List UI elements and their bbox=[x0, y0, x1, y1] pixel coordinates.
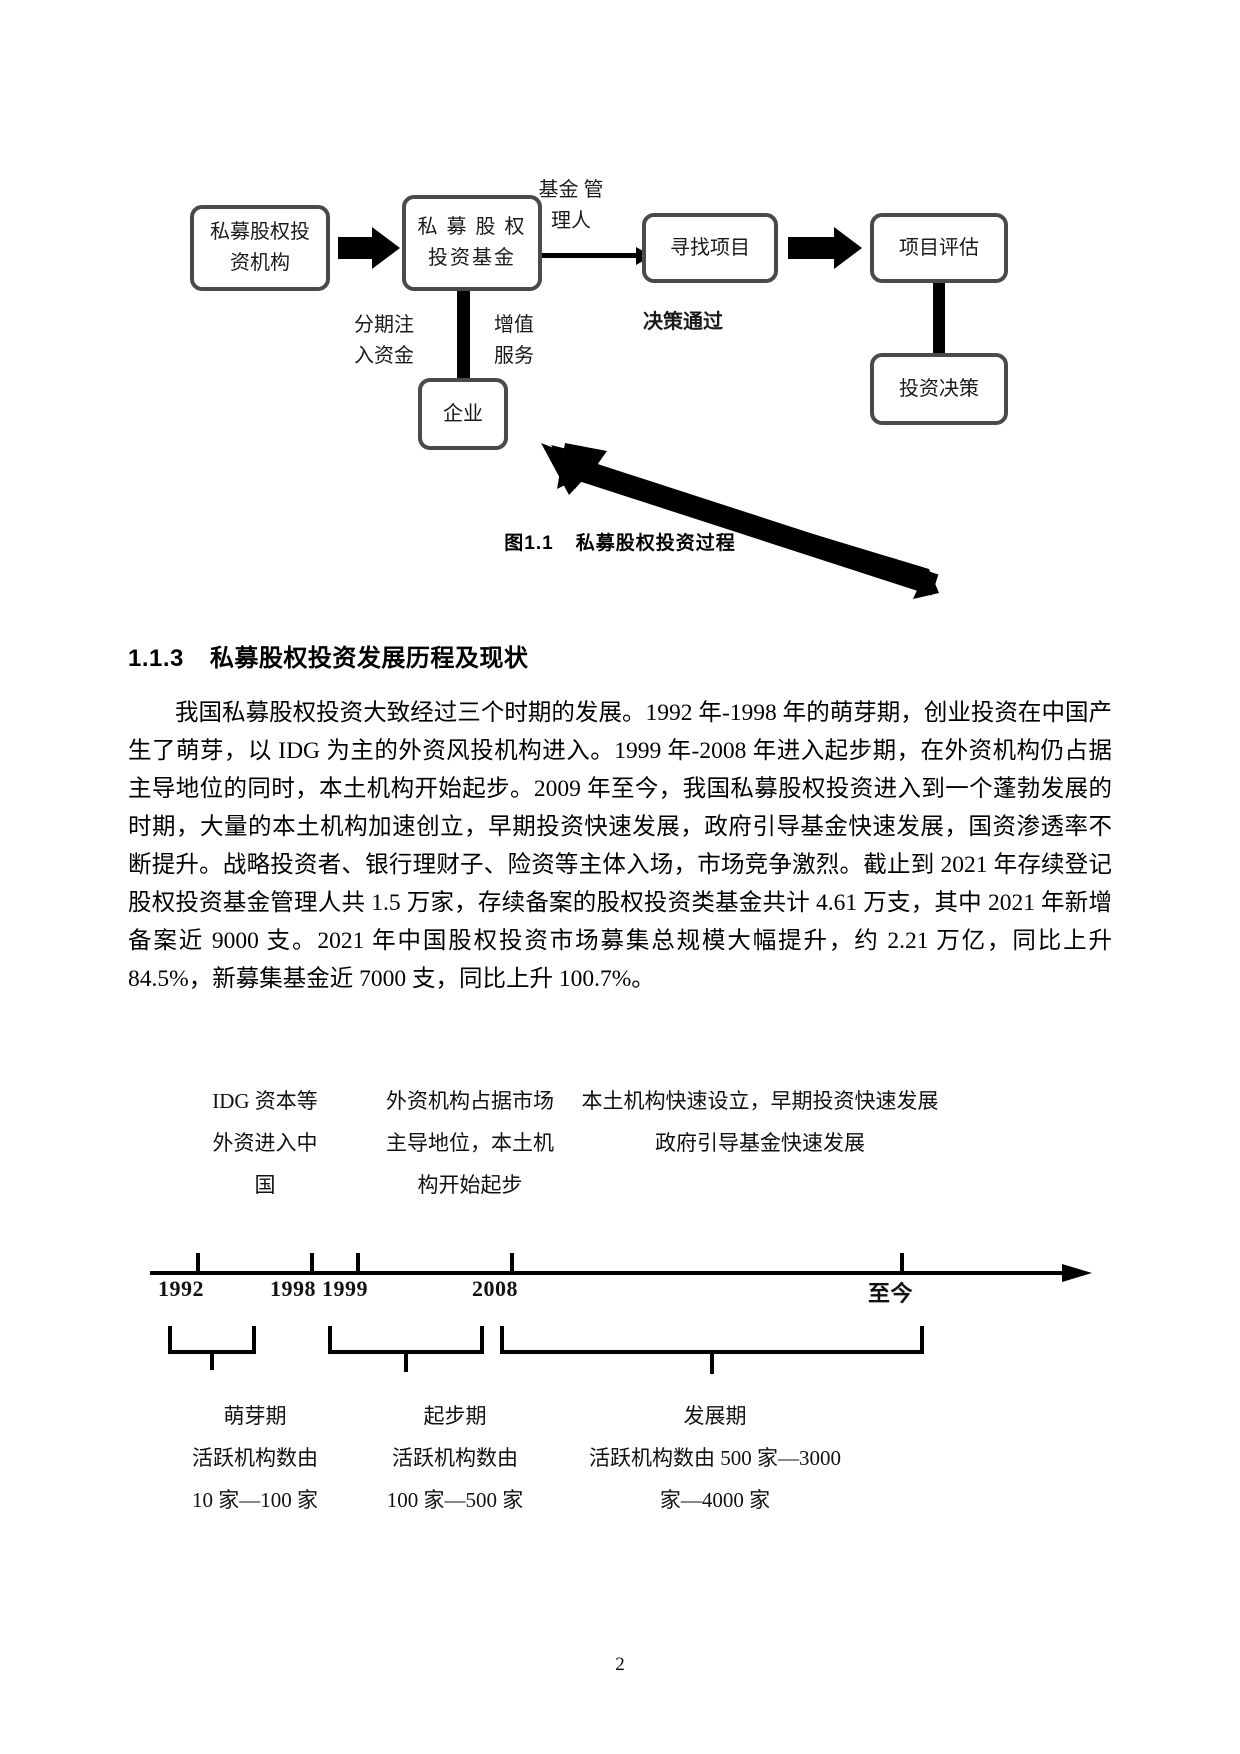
figure-development-timeline: IDG 资本等 外资进入中 国 外资机构占据市场 主导地位，本土机 构开始起步 … bbox=[130, 1070, 1110, 1570]
timeline-note-3-line1: 本土机构快速设立，早期投资快速发展 bbox=[581, 1089, 939, 1113]
node-investment-decision: 投资决策 bbox=[870, 353, 1008, 425]
section-heading-title: 私募股权投资发展历程及现状 bbox=[209, 645, 529, 672]
figure-caption-number: 图1.1 bbox=[504, 533, 554, 554]
node-pe-fund-line1: 私 募 股 权 bbox=[417, 216, 527, 238]
node-pe-fund: 私 募 股 权 投资基金 bbox=[402, 195, 542, 291]
timeline-year-1992: 1992 bbox=[158, 1276, 204, 1301]
timeline-note-1-line1: IDG 资本等 bbox=[212, 1089, 318, 1113]
node-project-evaluation: 项目评估 bbox=[870, 213, 1008, 283]
body-paragraph: 我国私募股权投资大致经过三个时期的发展。1992 年-1998 年的萌芽期，创业… bbox=[128, 700, 1112, 992]
timeline-phase-2-title: 起步期 bbox=[423, 1404, 487, 1428]
timeline-note-1-line3: 国 bbox=[254, 1173, 276, 1197]
timeline-phase-3-line3: 家—4000 家 bbox=[659, 1488, 771, 1512]
timeline-note-3-line2: 政府引导基金快速发展 bbox=[655, 1131, 865, 1155]
timeline-phase-3-line2: 活跃机构数由 500 家—3000 bbox=[589, 1446, 841, 1470]
arrow-seek-to-eval bbox=[788, 237, 836, 259]
figure-pe-investment-process: 私募股权投 资机构 私 募 股 权 投资基金 寻找项目 项目评估 投资决策 企业… bbox=[130, 165, 1110, 599]
label-decision-passed: 决策通过 bbox=[643, 311, 723, 333]
timeline-year-present: 至今 bbox=[868, 1281, 914, 1306]
timeline-note-2: 外资机构占据市场 主导地位，本土机 构开始起步 bbox=[370, 1080, 570, 1206]
timeline-phase-1-line3: 10 家—100 家 bbox=[192, 1488, 318, 1512]
timeline-phase-2-line2: 活跃机构数由 bbox=[392, 1446, 518, 1470]
connector-eval-to-decision bbox=[933, 275, 945, 361]
label-value-added-service-line2: 服务 bbox=[494, 345, 534, 367]
label-value-added-service-line1: 增值 bbox=[494, 314, 534, 336]
timeline-note-3: 本土机构快速设立，早期投资快速发展 政府引导基金快速发展 bbox=[550, 1080, 970, 1164]
node-pe-institution-line1: 私募股权投 bbox=[210, 221, 310, 243]
timeline-year-1998: 1998 bbox=[270, 1276, 316, 1301]
page-number: 2 bbox=[615, 1654, 625, 1675]
arrow-fund-manager-to-seek bbox=[540, 253, 638, 258]
arrow-institution-to-fund bbox=[338, 237, 374, 259]
timeline-phase-1: 萌芽期 活跃机构数由 10 家—100 家 bbox=[155, 1395, 355, 1521]
node-seek-project: 寻找项目 bbox=[642, 213, 778, 283]
node-pe-institution: 私募股权投 资机构 bbox=[190, 205, 330, 291]
label-fund-manager-line2: 管理人 bbox=[551, 179, 604, 232]
timeline-phase-1-line2: 活跃机构数由 bbox=[192, 1446, 318, 1470]
node-enterprise: 企业 bbox=[418, 378, 508, 450]
label-fund-manager-line1: 基金 bbox=[538, 179, 579, 201]
timeline-year-2008: 2008 bbox=[472, 1276, 518, 1301]
timeline-phase-3-title: 发展期 bbox=[683, 1404, 747, 1428]
node-pe-fund-line2: 投资基金 bbox=[428, 247, 516, 269]
figure-caption-title: 私募股权投资过程 bbox=[575, 533, 736, 554]
section-heading-number: 1.1.3 bbox=[128, 645, 184, 672]
timeline-note-2-line1: 外资机构占据市场 bbox=[386, 1089, 554, 1113]
timeline-year-1999: 1999 bbox=[322, 1276, 368, 1301]
label-installment-funding-line1: 分期注 bbox=[354, 314, 414, 336]
node-pe-institution-line2: 资机构 bbox=[230, 252, 290, 274]
timeline-phase-2: 起步期 活跃机构数由 100 家—500 家 bbox=[355, 1395, 555, 1521]
timeline-phase-3: 发展期 活跃机构数由 500 家—3000 家—4000 家 bbox=[550, 1395, 880, 1521]
timeline-note-2-line3: 构开始起步 bbox=[417, 1173, 523, 1197]
label-installment-funding-line2: 入资金 bbox=[354, 345, 414, 367]
label-installment-funding: 分期注 入资金 bbox=[348, 310, 420, 372]
section-heading: 1.1.3 私募股权投资发展历程及现状 bbox=[128, 638, 528, 673]
timeline-phase-2-line3: 100 家—500 家 bbox=[386, 1488, 524, 1512]
timeline-note-1-line2: 外资进入中 bbox=[212, 1131, 318, 1155]
arrow-decision-passed-return bbox=[535, 443, 955, 603]
connector-fund-to-enterprise bbox=[457, 283, 470, 383]
timeline-phase-brackets bbox=[130, 1320, 1110, 1410]
timeline-note-1: IDG 资本等 外资进入中 国 bbox=[170, 1080, 360, 1206]
timeline-axis bbox=[130, 1245, 1110, 1285]
label-value-added-service: 增值 服务 bbox=[486, 310, 542, 372]
figure-caption: 图1.1 私募股权投资过程 bbox=[0, 528, 1240, 555]
label-fund-manager: 基金 管理人 bbox=[534, 175, 608, 237]
timeline-phase-1-title: 萌芽期 bbox=[223, 1404, 287, 1428]
timeline-note-2-line2: 主导地位，本土机 bbox=[386, 1131, 554, 1155]
